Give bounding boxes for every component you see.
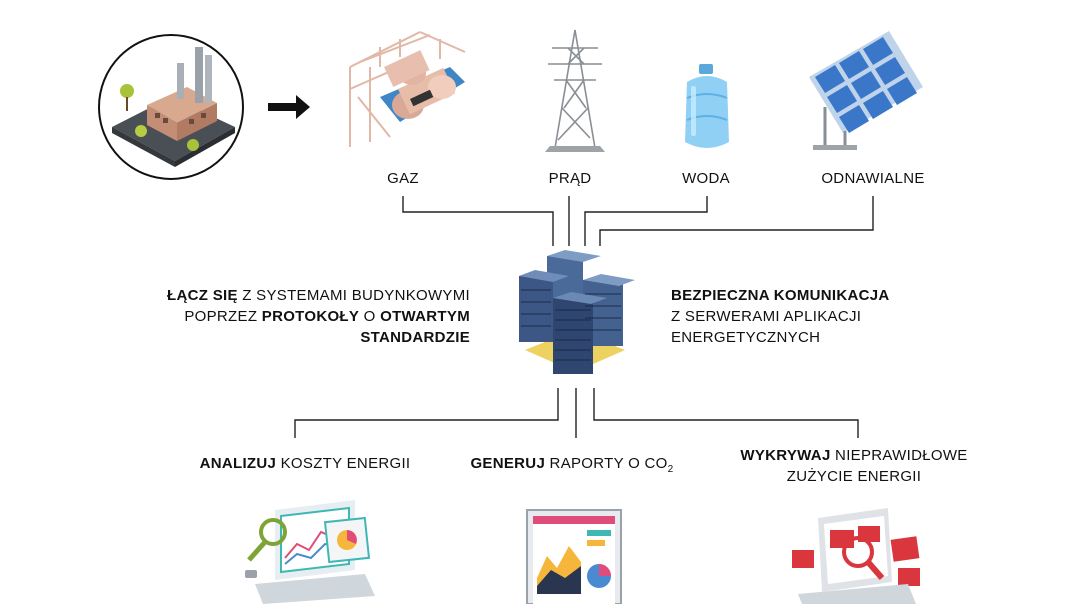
arrow-right-icon xyxy=(268,95,310,119)
integration-l1-bold: ŁĄCZ SIĘ xyxy=(167,287,238,304)
detect-rest: NIEPRAWIDŁOWE xyxy=(830,447,968,464)
solar-panel-icon xyxy=(809,31,923,150)
generate-rest: RAPORTY O CO xyxy=(545,455,668,472)
detect-line-2: ZUŻYCIE ENERGII xyxy=(786,468,922,485)
power-pylon-icon xyxy=(545,29,605,152)
label-gas: GAZ xyxy=(387,170,419,187)
analyze-label: ANALIZUJ KOSZTY ENERGII xyxy=(170,455,440,472)
detect-bold: WYKRYWAJ xyxy=(740,447,831,464)
secure-line-1: BEZPIECZNA KOMUNIKACJA xyxy=(671,285,971,306)
generate-sub: 2 xyxy=(667,464,674,475)
secure-line-2: Z SERWERAMI APLIKACJI xyxy=(671,308,862,325)
detect-line-1: WYKRYWAJ NIEPRAWIDŁOWE xyxy=(716,445,992,466)
integration-line-1: ŁĄCZ SIĘ Z SYSTEMAMI BUDYNKOWYMI xyxy=(100,285,470,306)
server-rack-icon xyxy=(519,250,635,374)
label-power: PRĄD xyxy=(548,170,592,187)
secure-l1-bold: BEZPIECZNA KOMUNIKACJA xyxy=(671,287,890,304)
connector-analyze xyxy=(294,388,559,438)
connector-gas xyxy=(402,196,554,246)
integration-l2-bold2: OTWARTYM xyxy=(380,308,470,325)
detect-label: WYKRYWAJ NIEPRAWIDŁOWE ZUŻYCIE ENERGII xyxy=(716,445,992,487)
connector-detect xyxy=(593,388,859,438)
integration-line-3: STANDARDZIE xyxy=(100,327,470,348)
connector-renewables xyxy=(599,196,874,246)
water-bottle-icon xyxy=(685,64,729,148)
integration-text: ŁĄCZ SIĘ Z SYSTEMAMI BUDYNKOWYMI POPRZEZ… xyxy=(100,285,470,348)
laptop-analytics-icon xyxy=(245,500,375,604)
generate-bold: GENERUJ xyxy=(470,455,546,472)
integration-l3-bold: STANDARDZIE xyxy=(360,329,470,346)
analyze-rest: KOSZTY ENERGII xyxy=(276,455,411,472)
secure-comm-text: BEZPIECZNA KOMUNIKACJA Z SERWERAMI APLIK… xyxy=(671,285,971,348)
label-renewables: ODNAWIALNE xyxy=(821,170,925,187)
generate-label: GENERUJ RAPORTY O CO2 xyxy=(446,455,698,475)
secure-line-3: ENERGETYCZNYCH xyxy=(671,329,821,346)
gas-tanks-icon xyxy=(349,31,466,147)
integration-l2-mid: O xyxy=(359,308,381,325)
integration-l1-rest: Z SYSTEMAMI BUDYNKOWYMI xyxy=(237,287,470,304)
connector-water xyxy=(584,196,708,246)
factory-icon xyxy=(98,34,244,180)
integration-l2-bold1: PROTOKOŁY xyxy=(261,308,360,325)
integration-l2-pre: POPRZEZ xyxy=(184,308,262,325)
analyze-bold: ANALIZUJ xyxy=(199,455,277,472)
integration-line-2: POPRZEZ PROTOKOŁY O OTWARTYM xyxy=(100,306,470,327)
laptop-alert-icon xyxy=(792,508,920,604)
label-water: WODA xyxy=(682,170,730,187)
monitor-report-icon xyxy=(526,509,622,604)
